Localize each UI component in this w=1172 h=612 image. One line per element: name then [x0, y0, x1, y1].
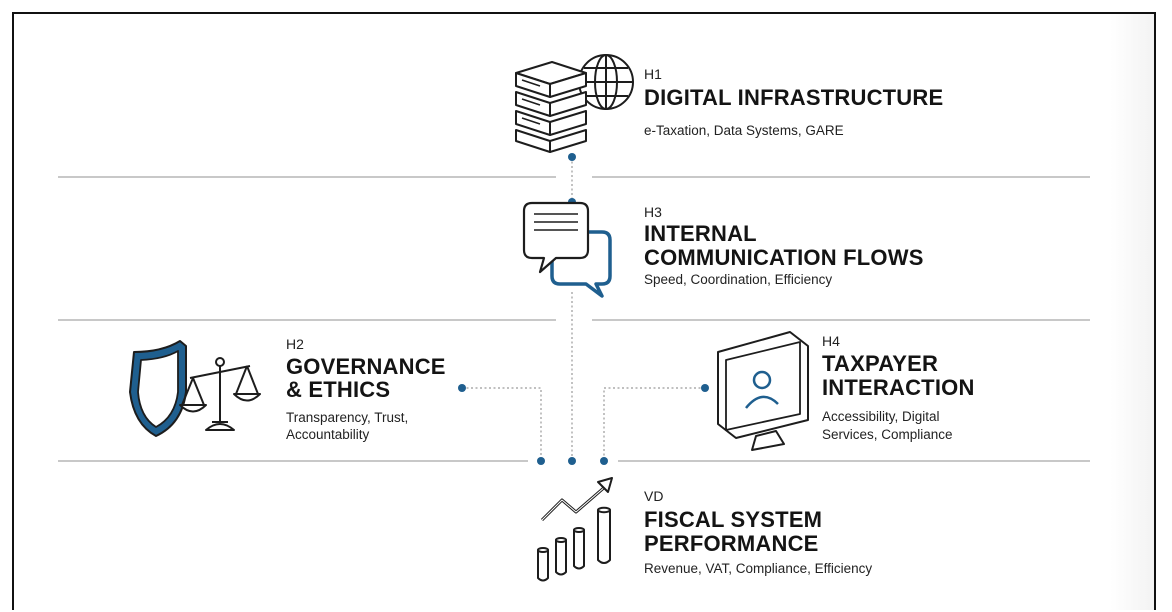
right-edge-shade: [1110, 14, 1154, 610]
h4-title-line-2: INTERACTION: [822, 375, 975, 400]
h2-description-line-1: Transparency, Trust,: [286, 410, 409, 425]
h2-description-line-2: Accountability: [286, 427, 370, 442]
connector-h2-vd: [462, 387, 542, 461]
h3-description: Speed, Coordination, Efficiency: [644, 272, 833, 287]
monitor-user-icon: [717, 331, 809, 451]
h2-title-line-2: & ETHICS: [286, 377, 391, 402]
h1-code: H1: [644, 66, 662, 82]
h1-description: e-Taxation, Data Systems, GARE: [644, 123, 844, 138]
dot-vd-in-left: [537, 457, 545, 465]
vd-title-line-2: PERFORMANCE: [644, 531, 819, 556]
dot-vd-in-right: [600, 457, 608, 465]
h4-description-line-1: Accessibility, Digital: [822, 409, 940, 424]
server-globe-icon: [515, 54, 634, 153]
section-dividers: [58, 176, 1090, 462]
vd-title-line-1: FISCAL SYSTEM: [644, 507, 823, 532]
connector-dots: [458, 153, 709, 465]
h2-code: H2: [286, 336, 304, 352]
connector-h4-vd: [603, 387, 705, 461]
h3-code: H3: [644, 204, 662, 220]
h4-title-line-1: TAXPAYER: [822, 351, 939, 376]
diagram-frame: [12, 12, 1156, 610]
dot-h2-out: [458, 384, 466, 392]
h3-title-line-2: COMMUNICATION FLOWS: [644, 245, 924, 270]
h3-title-line-1: INTERNAL: [644, 221, 757, 246]
h4-description-line-2: Services, Compliance: [822, 427, 953, 442]
h1-title: DIGITAL INFRASTRUCTURE: [644, 85, 944, 110]
shield-scales-icon: [129, 340, 261, 437]
chat-bubbles-icon: [522, 201, 612, 298]
growth-chart-icon: [537, 477, 613, 582]
h4-code: H4: [822, 333, 840, 349]
dot-h4-out: [701, 384, 709, 392]
dot-h1-out: [568, 153, 576, 161]
h2-title-line-1: GOVERNANCE: [286, 354, 446, 379]
vd-description: Revenue, VAT, Compliance, Efficiency: [644, 561, 873, 576]
dot-vd-in-center: [568, 457, 576, 465]
connectors: [462, 157, 705, 461]
vd-code: VD: [644, 488, 664, 504]
